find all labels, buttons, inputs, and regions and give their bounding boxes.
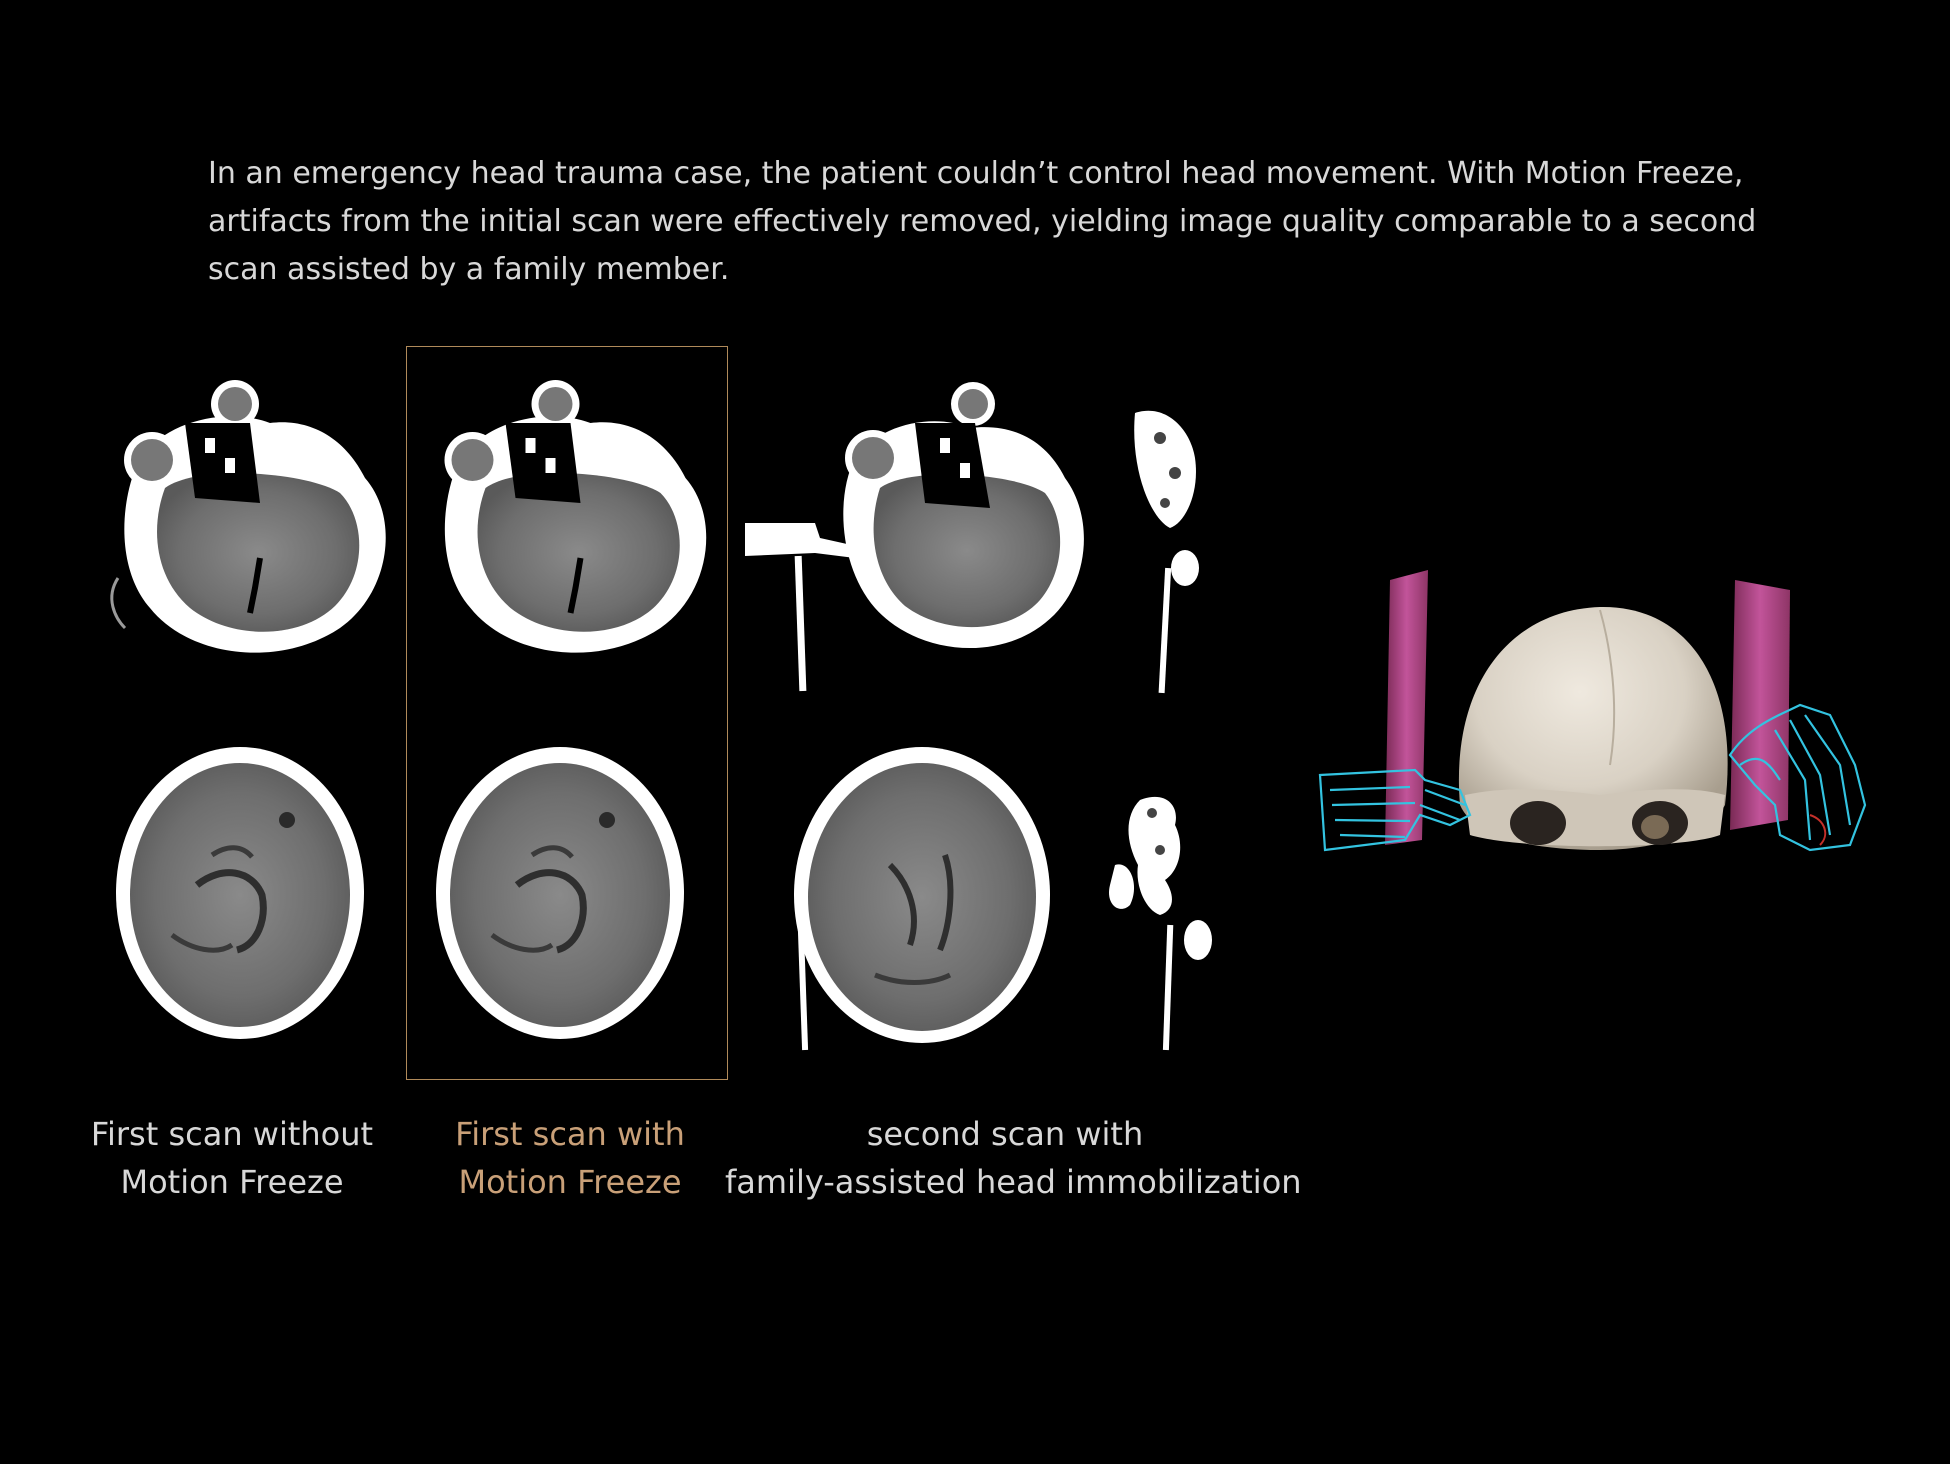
left-head-pad <box>1385 570 1428 845</box>
right-hand-outline <box>1728 703 1867 852</box>
caption-first-with-line-2: Motion Freeze <box>458 1163 682 1201</box>
skull-base-ct-slice <box>745 382 1199 694</box>
caption-second-with-line-1: second scan with <box>866 1115 1144 1153</box>
caption-first-with-line-1: First scan with <box>455 1115 685 1153</box>
intro-line-2: artifacts from the initial scan were eff… <box>208 204 1757 239</box>
brain-ct-slice <box>436 747 684 1039</box>
caption-second-with: second scan with family-assisted head im… <box>725 1110 1302 1206</box>
intro-line-1: In an emergency head trauma case, the pa… <box>208 156 1744 191</box>
caption-second-with-line-2: family-assisted head immobilization <box>725 1163 1302 1201</box>
skull-base-ct-slice <box>110 380 386 653</box>
brain-ct-slice <box>116 747 364 1039</box>
right-head-pad <box>1730 580 1790 830</box>
3d-skull-render <box>1318 570 1867 852</box>
caption-first-without-line-2: Motion Freeze <box>120 1163 344 1201</box>
caption-first-without: First scan without Motion Freeze <box>82 1110 382 1206</box>
caption-first-without-line-1: First scan without <box>90 1115 374 1153</box>
intro-line-3: scan assisted by a family member. <box>208 252 730 287</box>
caption-first-with: First scan with Motion Freeze <box>420 1110 720 1206</box>
brain-ct-slice <box>794 747 1212 1051</box>
left-hand-outline <box>1318 768 1472 852</box>
highlight-frame <box>406 346 728 1080</box>
skull-base-ct-slice <box>444 380 707 653</box>
intro-paragraph: In an emergency head trauma case, the pa… <box>208 150 1768 294</box>
